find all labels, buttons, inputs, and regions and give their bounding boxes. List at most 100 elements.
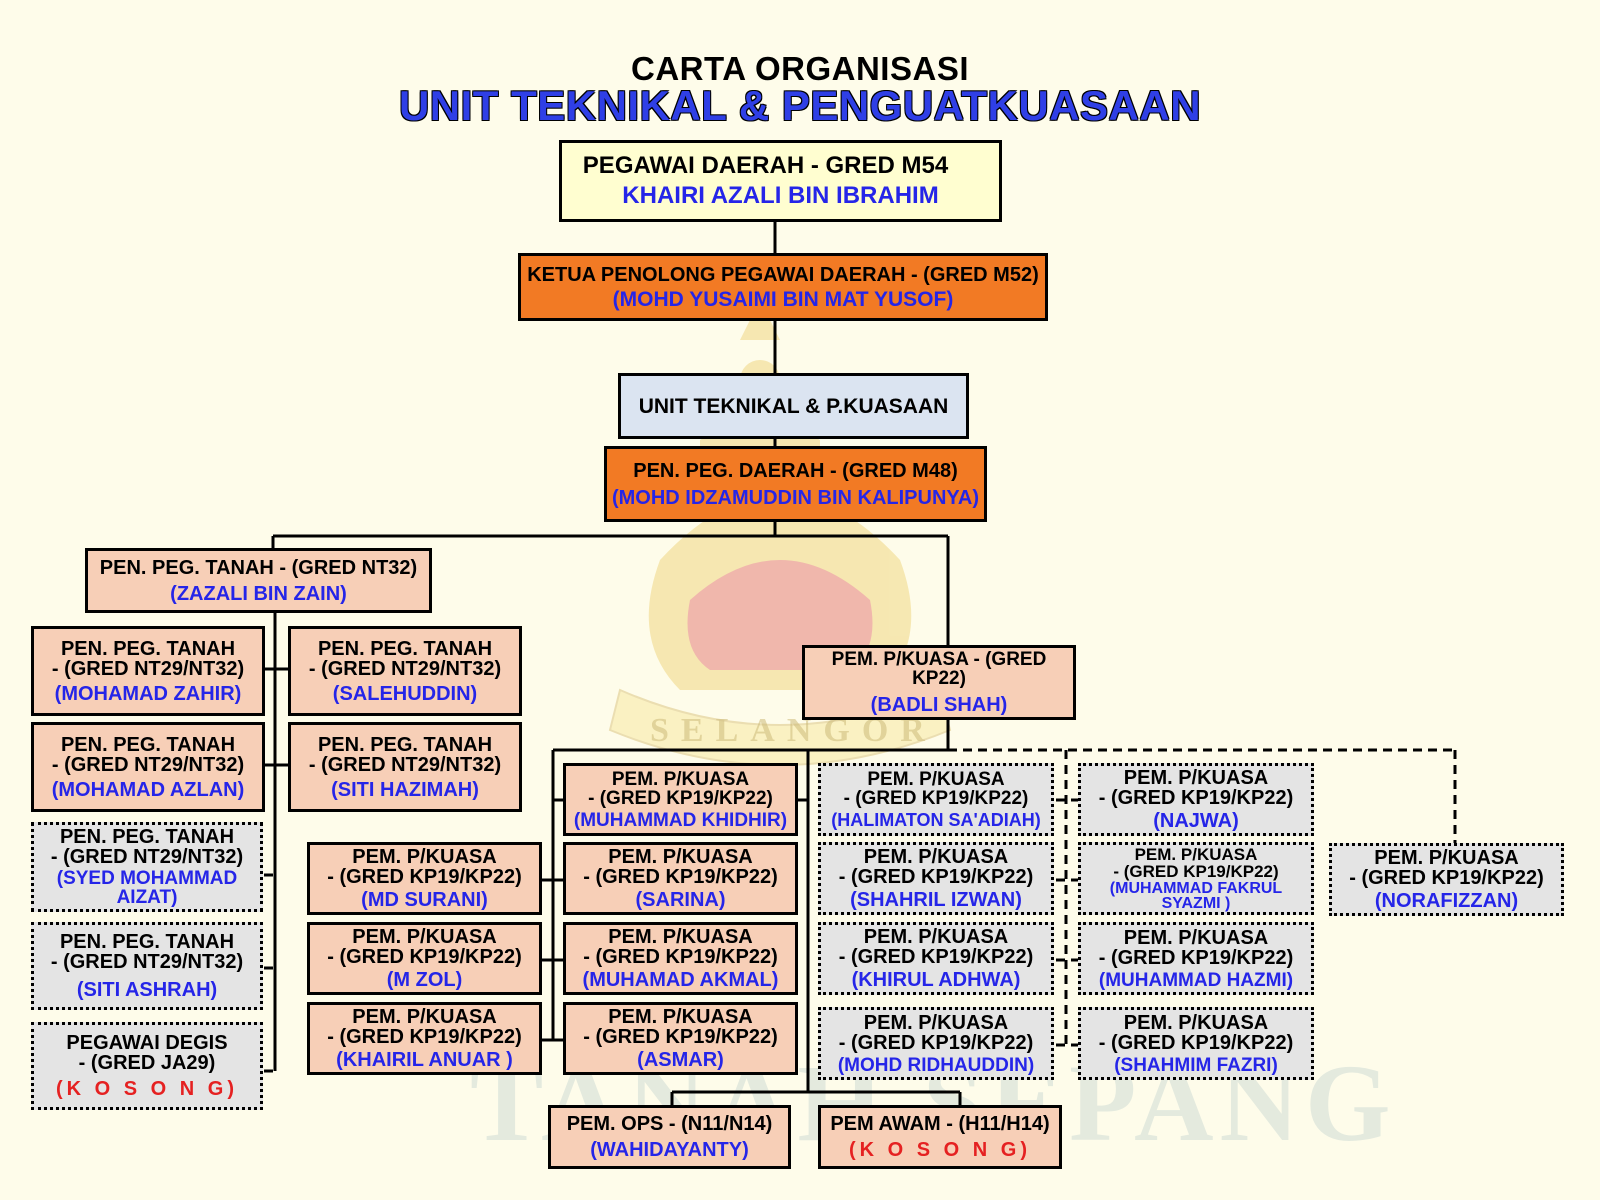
node-line2: - (GRED NT29/NT32) bbox=[51, 753, 245, 776]
node-line1: PEM. P/KUASA bbox=[352, 926, 497, 948]
node-line1: PEN. PEG. TANAH bbox=[59, 931, 235, 953]
node-pegawai-daerah: PEGAWAI DAERAH - GRED M54 KHAIRI AZALI B… bbox=[559, 140, 1002, 222]
node-ppt-aizat: PEN. PEG. TANAH - (GRED NT29/NT32) (SYED… bbox=[31, 822, 263, 912]
node-name: (MD SURANI) bbox=[361, 889, 488, 911]
node-line2: - (GRED KP19/KP22) bbox=[838, 866, 1034, 888]
node-name-vacant: (K O S O N G) bbox=[849, 1139, 1031, 1161]
node-name: (MUHAMAD AKMAL) bbox=[582, 969, 779, 991]
node-pk-shahril: PEM. P/KUASA - (GRED KP19/KP22) (SHAHRIL… bbox=[818, 842, 1054, 915]
node-pk-hazmi: PEM. P/KUASA - (GRED KP19/KP22) (MUHAMMA… bbox=[1078, 922, 1314, 995]
node-name: (SITI HAZIMAH) bbox=[331, 778, 479, 801]
node-unit: UNIT TEKNIKAL & P.KUASAAN bbox=[618, 373, 969, 439]
node-pk-md-surani: PEM. P/KUASA - (GRED KP19/KP22) (MD SURA… bbox=[307, 842, 542, 915]
node-pk-asmar: PEM. P/KUASA - (GRED KP19/KP22) (ASMAR) bbox=[563, 1002, 798, 1075]
node-line2: - (GRED NT29/NT32) bbox=[50, 846, 244, 869]
node-line2: - (GRED KP19/KP22) bbox=[1113, 861, 1279, 881]
node-line1: PEM. P/KUASA bbox=[867, 769, 1005, 790]
node-title: PEGAWAI DAERAH - GRED M54 bbox=[582, 152, 949, 179]
node-line1: PEM. P/KUASA bbox=[608, 926, 753, 948]
node-title: PEM AWAM - (H11/H14) bbox=[830, 1113, 1050, 1135]
node-name: (MUHAMMAD FAKRUL SYAZMI ) bbox=[1109, 879, 1283, 912]
node-line2: - (GRED KP19/KP22) bbox=[843, 788, 1029, 809]
node-line2: - (GRED NT29/NT32) bbox=[51, 657, 245, 680]
node-pk-shahmim: PEM. P/KUASA - (GRED KP19/KP22) (SHAHMIM… bbox=[1078, 1007, 1314, 1080]
node-line2: - (GRED JA29) bbox=[78, 1052, 216, 1074]
node-line2: - (GRED KP19/KP22) bbox=[838, 946, 1034, 968]
node-name: (SARINA) bbox=[635, 889, 726, 911]
node-name: (SALEHUDDIN) bbox=[332, 682, 478, 705]
node-name: (NORAFIZZAN) bbox=[1374, 890, 1519, 912]
node-line1: PEM. P/KUASA bbox=[863, 926, 1009, 948]
node-pk-khidhir: PEM. P/KUASA - (GRED KP19/KP22) (MUHAMMA… bbox=[563, 763, 798, 836]
node-name: (MUHAMMAD KHIDHIR) bbox=[573, 809, 788, 831]
node-line2: - (GRED KP19/KP22) bbox=[838, 1031, 1034, 1054]
chart-title: CARTA ORGANISASI bbox=[631, 50, 969, 87]
node-pk-halimaton: PEM. P/KUASA - (GRED KP19/KP22) (HALIMAT… bbox=[818, 763, 1054, 836]
node-title: UNIT TEKNIKAL & P.KUASAAN bbox=[638, 394, 949, 418]
node-title: KETUA PENOLONG PEGAWAI DAERAH - (GRED M5… bbox=[527, 263, 1039, 286]
node-ppt-ashrah: PEN. PEG. TANAH - (GRED NT29/NT32) (SITI… bbox=[31, 922, 263, 1010]
node-name: (MOHAMAD ZAHIR) bbox=[54, 682, 242, 705]
node-name: (ASMAR) bbox=[637, 1049, 724, 1071]
node-line1: PEM. P/KUASA bbox=[1123, 926, 1269, 949]
node-ppt-salehuddin: PEN. PEG. TANAH - (GRED NT29/NT32) (SALE… bbox=[288, 626, 522, 716]
node-pem-pkuasa-kp22: PEM. P/KUASA - (GRED KP22) (BADLI SHAH) bbox=[802, 645, 1076, 720]
node-line1: PEN. PEG. TANAH bbox=[317, 637, 493, 660]
node-ppt-zahir: PEN. PEG. TANAH - (GRED NT29/NT32) (MOHA… bbox=[31, 626, 265, 716]
node-pem-ops: PEM. OPS - (N11/N14) (WAHIDAYANTY) bbox=[548, 1105, 791, 1169]
node-line2: - (GRED KP19/KP22) bbox=[327, 866, 522, 888]
node-name: (MOHD IDZAMUDDIN BIN KALIPUNYA) bbox=[611, 486, 980, 509]
node-name: (BADLI SHAH) bbox=[870, 694, 1008, 716]
node-line1: PEN. PEG. TANAH bbox=[60, 637, 236, 660]
node-line2: - (GRED KP19/KP22) bbox=[583, 1026, 778, 1048]
node-line1: PEM. P/KUASA bbox=[352, 1006, 497, 1028]
chart-subtitle: UNIT TEKNIKAL & PENGUATKUASAAN bbox=[398, 82, 1202, 129]
node-ppt-hazimah: PEN. PEG. TANAH - (GRED NT29/NT32) (SITI… bbox=[288, 722, 522, 812]
node-line2: - (GRED KP19/KP22) bbox=[1349, 867, 1544, 889]
node-pk-norafizzan: PEM. P/KUASA - (GRED KP19/KP22) (NORAFIZ… bbox=[1329, 843, 1564, 916]
node-pk-khirul: PEM. P/KUASA - (GRED KP19/KP22) (KHIRUL … bbox=[818, 922, 1054, 995]
node-pem-awam: PEM AWAM - (H11/H14) (K O S O N G) bbox=[818, 1105, 1062, 1169]
node-line1: PEN. PEG. TANAH bbox=[60, 733, 236, 756]
node-line1: PEN. PEG. TANAH bbox=[317, 733, 493, 756]
node-name: (ZAZALI BIN ZAIN) bbox=[170, 582, 347, 605]
node-line1: PEM. P/KUASA bbox=[863, 1011, 1009, 1034]
node-name: (SYED MOHAMMAD AIZAT) bbox=[56, 868, 238, 908]
node-line2: - (GRED NT29/NT32) bbox=[308, 753, 502, 776]
node-line1: PEM. P/KUASA bbox=[1123, 767, 1269, 789]
node-name: (SHAHMIM FAZRI) bbox=[1114, 1054, 1278, 1076]
node-name: (SHAHRIL IZWAN) bbox=[850, 889, 1022, 911]
node-pen-peg-daerah: PEN. PEG. DAERAH - (GRED M48) (MOHD IDZA… bbox=[604, 446, 987, 522]
node-pk-najwa: PEM. P/KUASA - (GRED KP19/KP22) (NAJWA) bbox=[1078, 763, 1314, 836]
node-pk-sarina: PEM. P/KUASA - (GRED KP19/KP22) (SARINA) bbox=[563, 842, 798, 915]
node-title: PEM. P/KUASA - (GRED KP22) bbox=[831, 649, 1047, 689]
node-line2: - (GRED NT29/NT32) bbox=[50, 951, 244, 973]
node-name: (MOHD YUSAIMI BIN MAT YUSOF) bbox=[612, 287, 954, 311]
node-pk-khairil: PEM. P/KUASA - (GRED KP19/KP22) (KHAIRIL… bbox=[307, 1002, 542, 1075]
node-pk-akmal: PEM. P/KUASA - (GRED KP19/KP22) (MUHAMAD… bbox=[563, 922, 798, 995]
node-title: PEM. OPS - (N11/N14) bbox=[566, 1113, 773, 1135]
node-line1: PEM. P/KUASA bbox=[1374, 847, 1519, 869]
node-name: (M ZOL) bbox=[386, 969, 463, 991]
node-name: (MUHAMMAD HAZMI) bbox=[1098, 969, 1294, 991]
node-line1: PEM. P/KUASA bbox=[611, 768, 750, 790]
node-name: (HALIMATON SA'ADIAH) bbox=[831, 810, 1041, 830]
node-line1: PEN. PEG. TANAH bbox=[59, 826, 235, 849]
node-line2: - (GRED KP19/KP22) bbox=[583, 946, 778, 968]
node-line1: PEGAWAI DEGIS bbox=[66, 1032, 228, 1054]
node-ppt-azlan: PEN. PEG. TANAH - (GRED NT29/NT32) (MOHA… bbox=[31, 722, 265, 812]
node-line2: - (GRED KP19/KP22) bbox=[1098, 1031, 1294, 1054]
node-name: (KHAIRIL ANUAR ) bbox=[336, 1049, 513, 1071]
node-line2: - (GRED KP19/KP22) bbox=[588, 787, 773, 809]
node-name: (WAHIDAYANTY) bbox=[590, 1139, 749, 1161]
node-line2: - (GRED KP19/KP22) bbox=[327, 1026, 522, 1048]
node-line2: - (GRED KP19/KP22) bbox=[1098, 787, 1294, 809]
node-line1: PEM. P/KUASA bbox=[608, 846, 753, 868]
node-name: (SITI ASHRAH) bbox=[76, 979, 218, 1001]
node-name-vacant: (K O S O N G) bbox=[56, 1078, 238, 1100]
node-line1: PEM. P/KUASA bbox=[863, 846, 1009, 868]
node-pk-fakrul: PEM. P/KUASA - (GRED KP19/KP22) (MUHAMMA… bbox=[1078, 842, 1314, 915]
node-name: (NAJWA) bbox=[1153, 810, 1239, 832]
node-pk-ridhauddin: PEM. P/KUASA - (GRED KP19/KP22) (MOHD RI… bbox=[818, 1007, 1054, 1080]
node-name: (KHIRUL ADHWA) bbox=[851, 969, 1021, 991]
